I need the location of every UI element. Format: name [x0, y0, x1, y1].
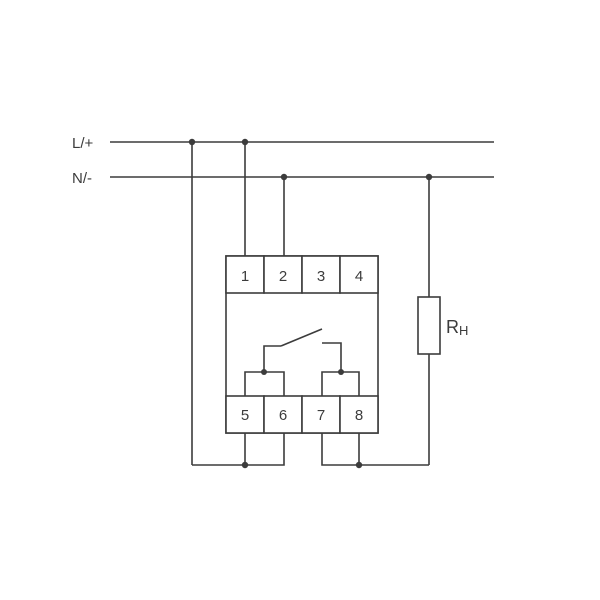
- junction-dot-live-2: [241, 138, 249, 146]
- terminal-6: [263, 395, 303, 434]
- switch-fixed-contact-lead: [322, 342, 342, 372]
- terminal-1-label: 1: [241, 268, 249, 285]
- junction-dot-bottom-8: [355, 461, 363, 469]
- switch-blade: [280, 328, 323, 347]
- junction-dot-bottom-5: [241, 461, 249, 469]
- terminal-8-label: 8: [355, 407, 363, 424]
- terminal-7-label: 7: [317, 407, 325, 424]
- junction-dot-neutral-2: [425, 173, 433, 181]
- terminal-4-label: 4: [355, 268, 363, 285]
- live-line-label: L/+: [72, 135, 94, 152]
- junction-dot-switch-left: [261, 369, 267, 375]
- junction-dot-live-1: [188, 138, 196, 146]
- junction-dot-neutral-1: [280, 173, 288, 181]
- terminal-3-label: 3: [317, 268, 325, 285]
- terminal-8: [339, 395, 379, 434]
- bridge-terminals-7-8-to-load: [321, 433, 429, 466]
- terminal-2-label: 2: [279, 268, 287, 285]
- terminal-6-label: 6: [279, 407, 287, 424]
- terminal-5: [225, 395, 265, 434]
- neutral-line-label: N/-: [72, 170, 92, 187]
- terminal-2: [263, 255, 303, 294]
- load-resistor-label: RH: [446, 317, 468, 338]
- switch-pivot-lead: [263, 345, 281, 372]
- terminal-4: [339, 255, 379, 294]
- bridge-live-to-terminals-5-6: [192, 433, 285, 466]
- junction-dot-switch-right: [338, 369, 344, 375]
- load-resistor-subscript: H: [459, 323, 468, 338]
- terminal-1: [225, 255, 265, 294]
- terminal-3: [301, 255, 341, 294]
- load-resistor: [417, 296, 441, 355]
- load-resistor-symbol: R: [446, 317, 459, 337]
- terminal-5-label: 5: [241, 407, 249, 424]
